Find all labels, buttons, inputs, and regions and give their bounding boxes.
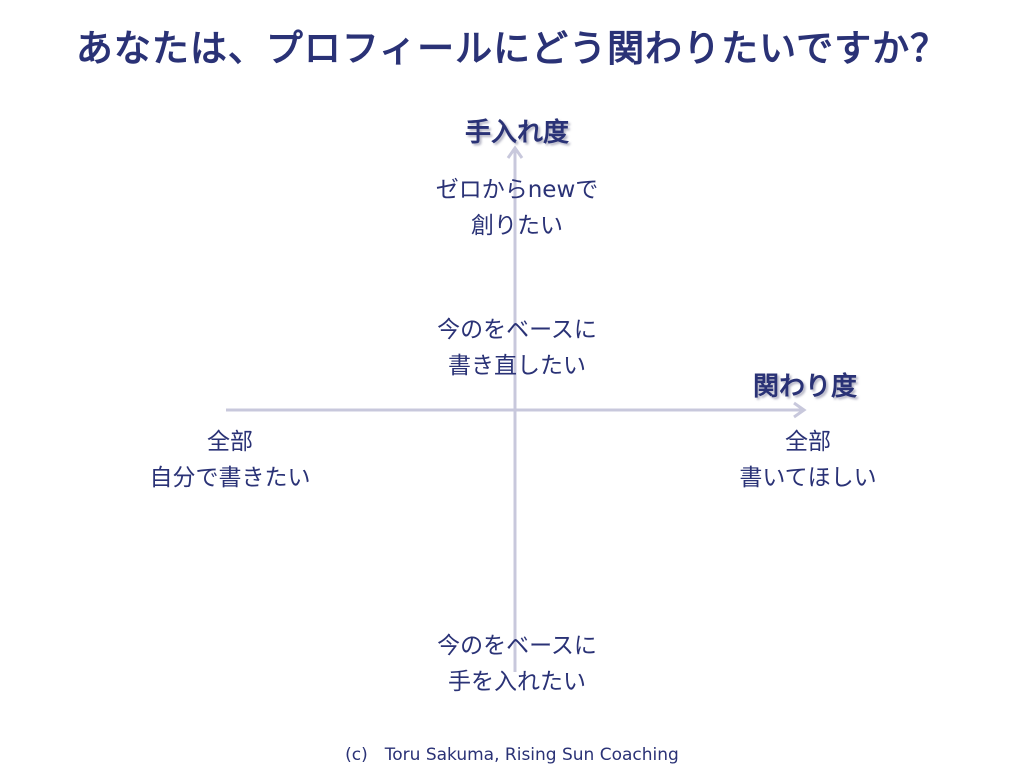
option-top: ゼロからnewで 創りたい: [436, 172, 599, 244]
copyright-footer: (c) Toru Sakuma, Rising Sun Coaching: [345, 745, 679, 765]
option-left-line1: 全部: [207, 429, 253, 455]
option-middle-line2: 書き直したい: [447, 353, 586, 379]
option-bottom-line2: 手を入れたい: [447, 669, 586, 695]
option-middle-line1: 今のをベースに: [437, 317, 597, 343]
horizontal-axis-label: 関わり度: [752, 372, 858, 402]
option-middle: 今のをベースに 書き直したい: [437, 312, 597, 384]
horizontal-axis-arrowhead: [793, 401, 807, 419]
vertical-axis-arrowhead: [506, 145, 524, 159]
option-top-line2: 創りたい: [470, 213, 563, 239]
option-left-line2: 自分で書きたい: [149, 465, 311, 491]
option-top-line1: ゼロからnewで: [435, 177, 599, 203]
option-right-line2: 書いてほしい: [739, 465, 877, 491]
option-left: 全部 自分で書きたい: [150, 424, 311, 496]
option-bottom-line1: 今のをベースに: [437, 633, 597, 659]
option-right: 全部 書いてほしい: [739, 424, 876, 496]
vertical-axis-label: 手入れ度: [464, 118, 570, 148]
page-title: あなたは、プロフィールにどう関わりたいですか？: [75, 27, 949, 70]
option-bottom: 今のをベースに 手を入れたい: [437, 628, 597, 700]
option-right-line1: 全部: [785, 429, 831, 455]
